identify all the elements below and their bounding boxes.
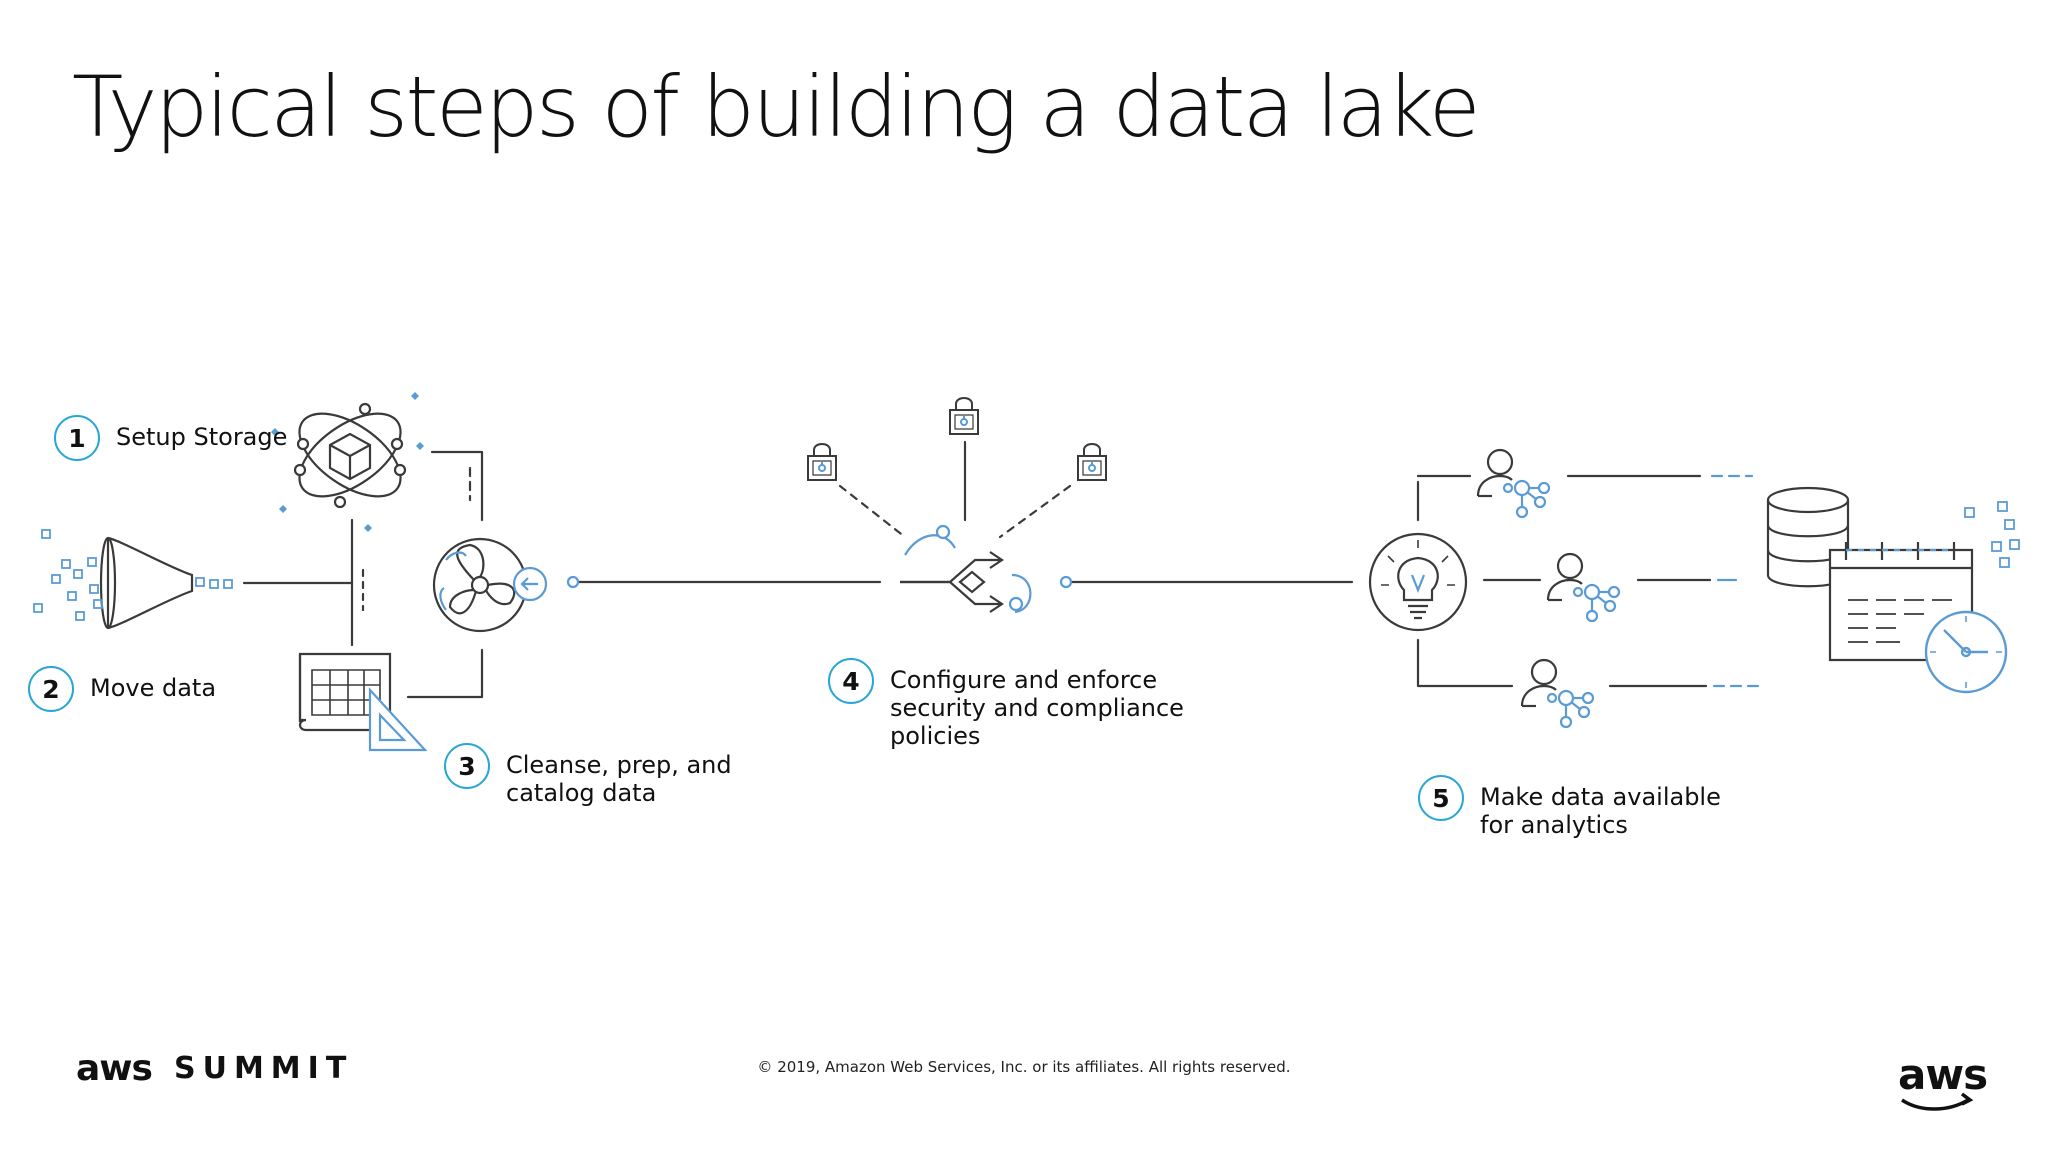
fan-icon [432,537,548,633]
endpoint-dot [1059,575,1073,589]
summit-label: SUMMIT [173,1051,354,1086]
step-4: 4 Configure and enforce security and com… [828,658,1184,750]
step-label: Make data available for analytics [1480,783,1721,839]
merge-arrows-icon [900,524,1032,614]
step-5: 5 Make data available for analytics [1418,775,1721,839]
connector-top-user [1416,474,1472,522]
aws-smile-icon [1901,1092,1974,1111]
step-number: 4 [828,658,874,704]
copyright-text: © 2019, Amazon Web Services, Inc. or its… [757,1058,1291,1076]
step-number: 1 [54,415,100,461]
slide-title: Typical steps of building a data lake [72,58,1481,156]
database-icon [1766,486,1850,588]
lock-icon [807,443,837,481]
step-number: 2 [28,666,74,712]
connector-lock-left [838,484,907,539]
connector-top-bracket [430,450,484,522]
connector-bottom-user [1416,638,1514,688]
step-3: 3 Cleanse, prep, and catalog data [444,743,732,807]
atom-cube-icon [271,392,424,532]
endpoint-dot [566,575,580,589]
aws-summit-logo: aws SUMMIT [73,1048,354,1100]
lightbulb-icon [1368,532,1468,632]
step-number: 3 [444,743,490,789]
lock-icon [949,397,979,435]
step-label: Move data [90,674,217,702]
step-1: 1 Setup Storage [54,415,287,461]
clock-icon [1924,610,2008,694]
step-label: Configure and enforce security and compl… [890,666,1184,750]
blueprint-icon [298,652,428,752]
connector-lock-right [998,484,1072,539]
lock-icon [1077,443,1107,481]
aws-logo: aws [1898,1050,1988,1111]
step-number: 5 [1418,775,1464,821]
step-label: Cleanse, prep, and catalog data [506,751,732,807]
funnel-icon [33,529,233,630]
aws-brand: aws [76,1048,153,1089]
user-network-icon [1476,448,1621,729]
connector-bottom-bracket [406,648,484,699]
step-2: 2 Move data [28,666,216,712]
step-label: Setup Storage [116,423,288,451]
aws-logo-text: aws [1898,1050,1988,1099]
